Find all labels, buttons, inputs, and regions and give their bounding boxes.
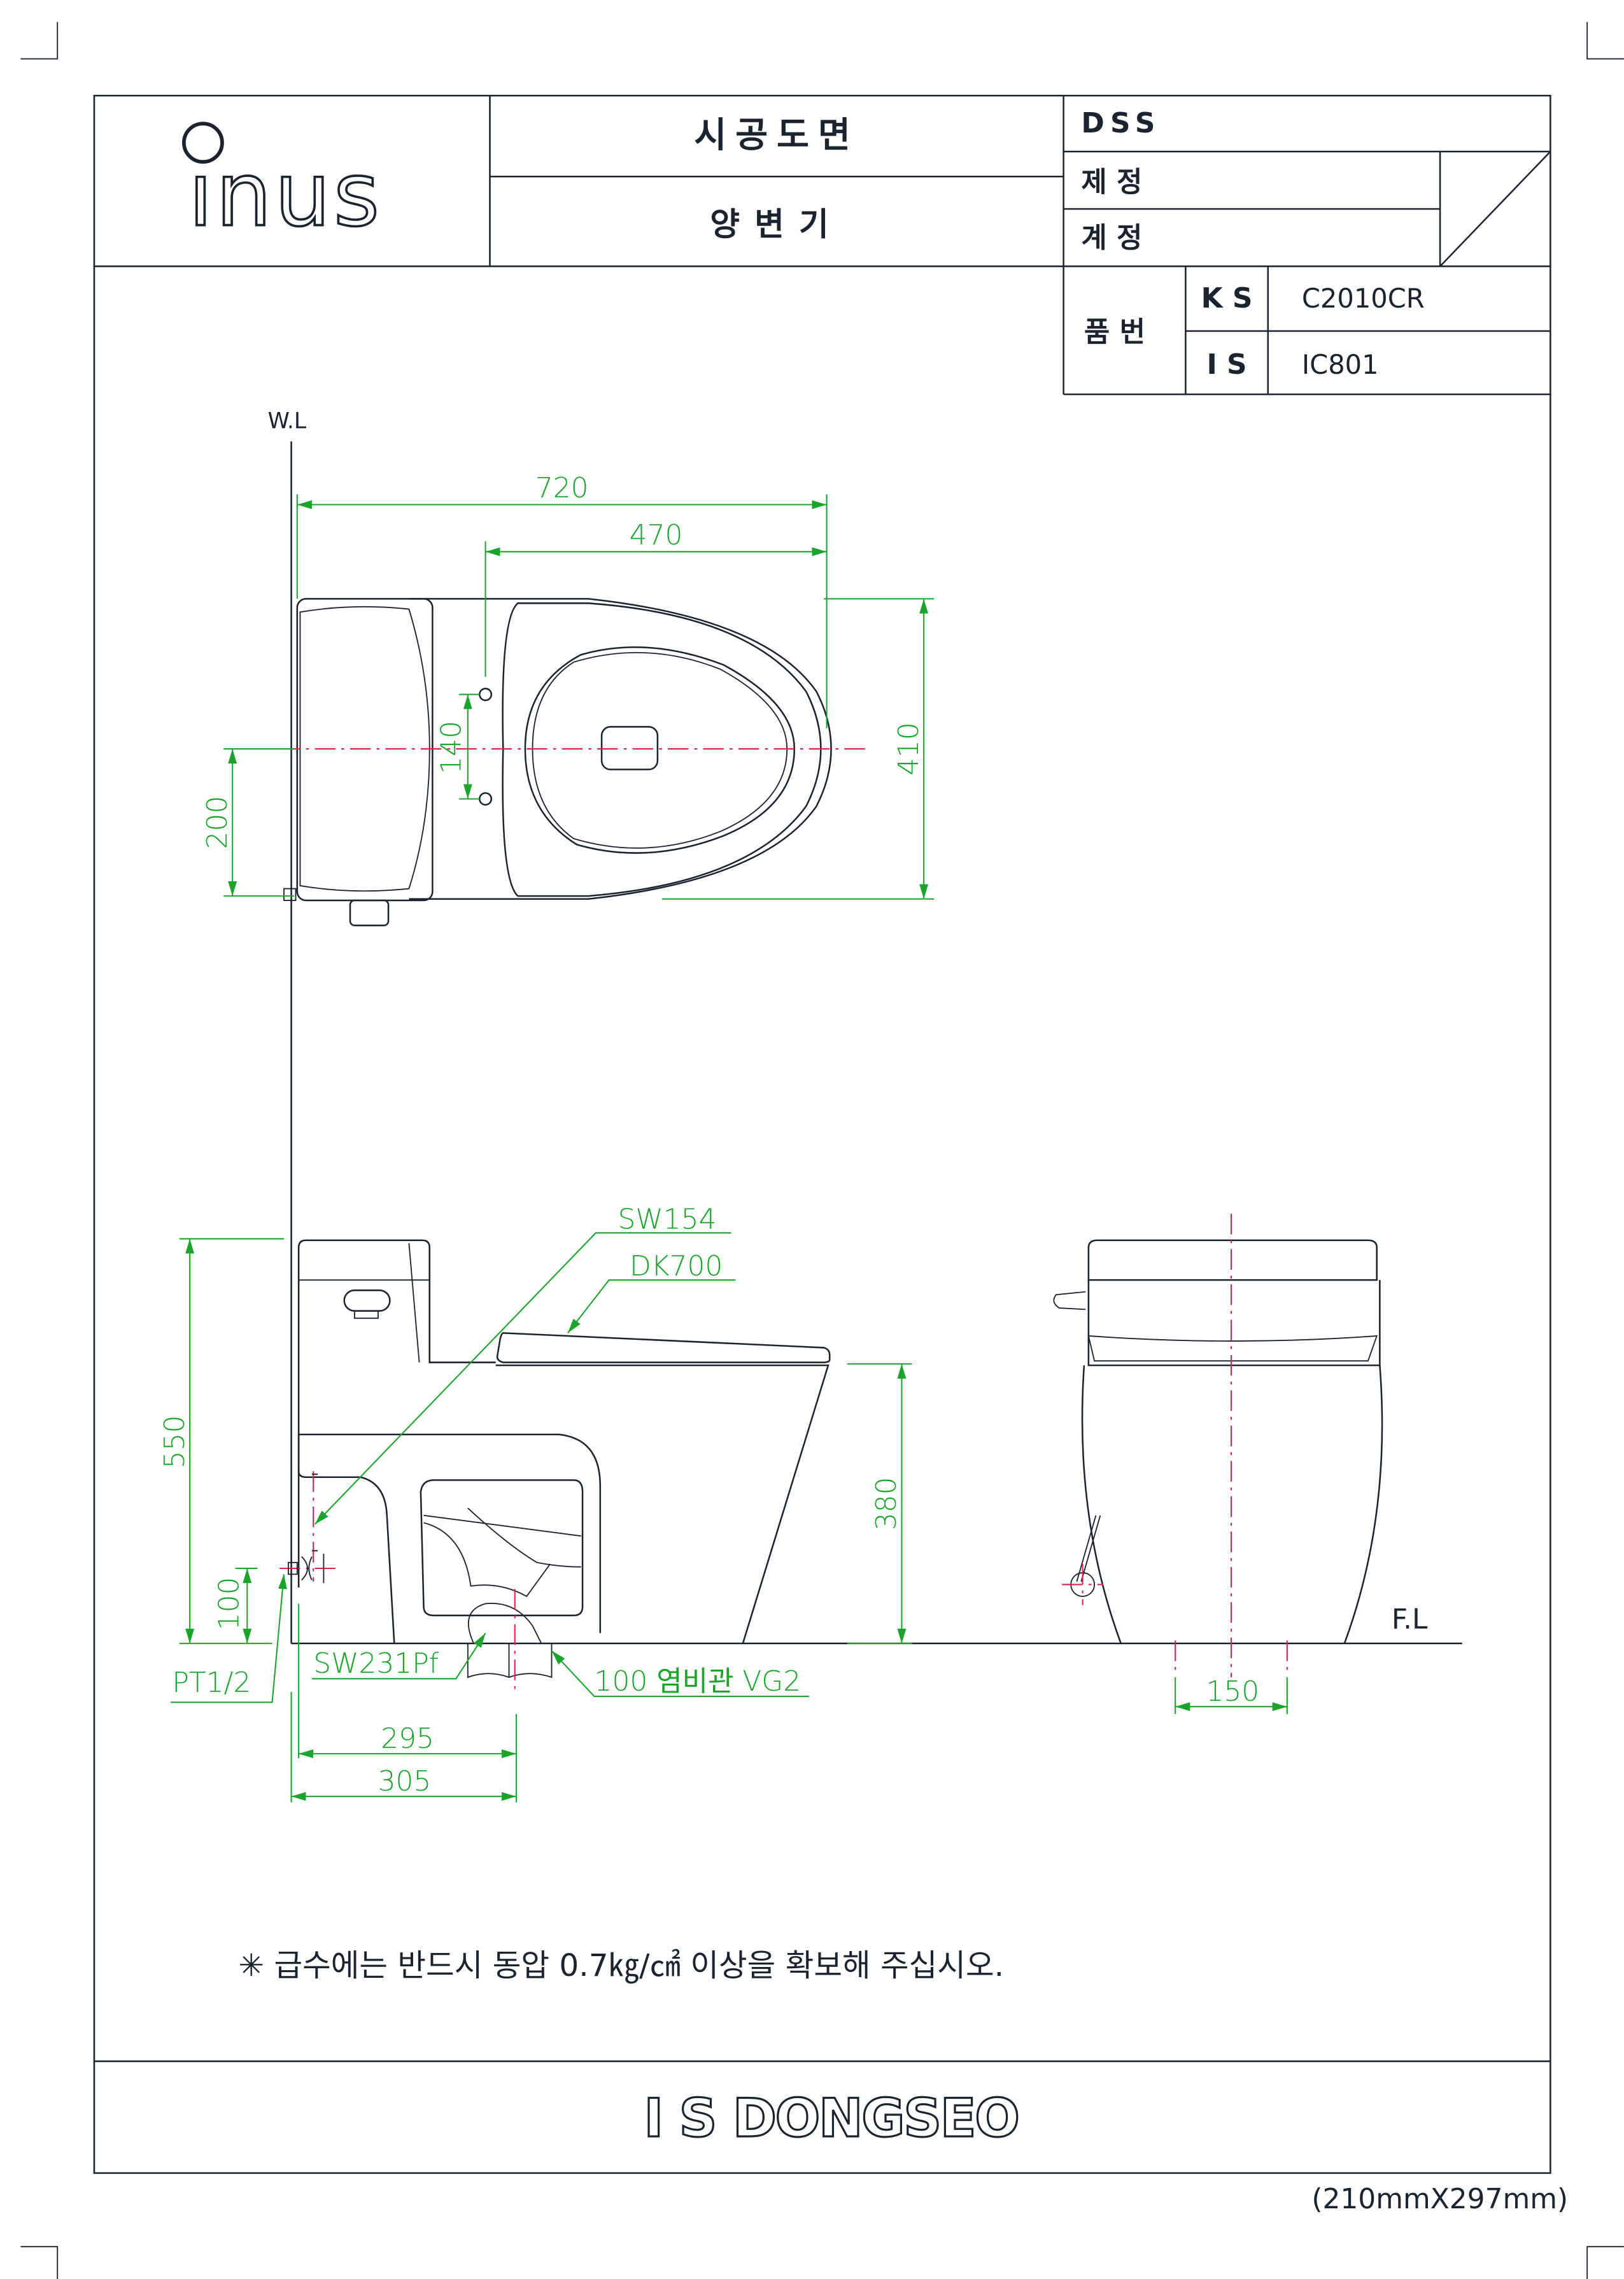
installation-note: ✳ 급수에는 반드시 동압 0.7㎏/㎠ 이상을 확보해 주십시오. <box>238 1948 1004 1984</box>
callout-drain-pipe: 100 염비관 VG2 <box>595 1665 801 1698</box>
product-type-title: 양변기 <box>710 206 844 243</box>
is-label: I S <box>1206 348 1246 381</box>
ks-label: K S <box>1201 282 1253 315</box>
revision2-label: 계 정 <box>1081 222 1142 254</box>
side-view-dimensions: 550 100 380 295 305 SW154 DK700 SW231Pf … <box>159 1203 912 1803</box>
company-code: DSS <box>1081 107 1161 139</box>
inus-logo: ınus <box>182 122 383 247</box>
part-number-label: 품 번 <box>1084 316 1145 348</box>
front-view: F.L 150 <box>1053 1214 1428 1714</box>
svg-text:W.L: W.L <box>268 408 307 434</box>
top-view <box>279 598 868 927</box>
wall-line: W.L <box>268 408 307 1644</box>
dim-100: 100 <box>213 1577 245 1631</box>
top-view-dimensions: 720 470 410 200 140 <box>201 472 935 900</box>
dim-305: 305 <box>378 1765 432 1798</box>
crop-marks <box>20 22 1624 2279</box>
drawing-frame <box>93 94 1551 2174</box>
dim-470: 470 <box>630 519 683 551</box>
title-block: ınus 시공도면 양변기 DSS 제 정 계 정 품 번 K S C2010C… <box>94 96 1551 395</box>
drawing-type-title: 시공도면 <box>694 115 859 156</box>
dim-140: 140 <box>435 721 467 774</box>
floor-line-label: F.L <box>1392 1603 1428 1636</box>
svg-text:ınus: ınus <box>188 143 383 246</box>
dim-550: 550 <box>159 1415 191 1468</box>
dim-200: 200 <box>201 796 234 849</box>
footer-brand: I S DONGSEO <box>644 2087 1018 2149</box>
dim-295: 295 <box>381 1722 434 1755</box>
is-value: IC801 <box>1302 349 1379 380</box>
dim-150: 150 <box>1206 1675 1259 1708</box>
dim-380: 380 <box>870 1477 903 1530</box>
dim-410: 410 <box>893 722 925 776</box>
paper-size: (210mmX297mm) <box>1311 2183 1568 2215</box>
side-view <box>279 1239 1462 1693</box>
callout-sw154: SW154 <box>618 1203 717 1235</box>
ks-value: C2010CR <box>1302 283 1425 314</box>
callout-pt12: PT1/2 <box>172 1666 251 1699</box>
callout-sw231pf: SW231Pf <box>313 1647 439 1680</box>
callout-dk700: DK700 <box>630 1250 723 1282</box>
dim-720: 720 <box>535 472 589 504</box>
revision-label: 제 정 <box>1081 166 1142 198</box>
